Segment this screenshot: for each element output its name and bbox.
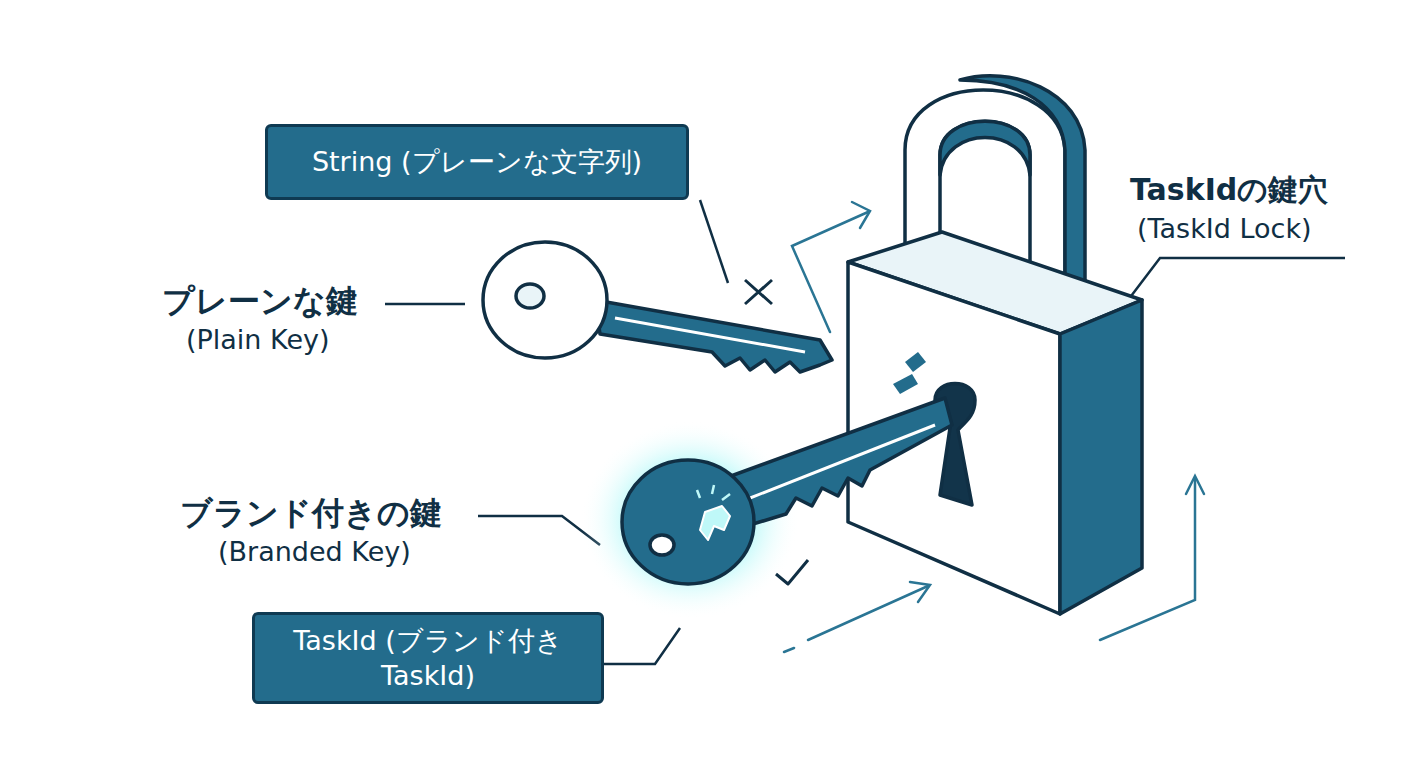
motion-arrows — [784, 202, 1204, 652]
leader-line — [700, 200, 728, 283]
label-box: String (プレーンな文字列) — [265, 124, 689, 200]
brand-emblem — [700, 506, 730, 540]
branded-key — [622, 398, 952, 584]
key-hole — [650, 535, 674, 555]
leader-lines — [385, 200, 1345, 664]
callout-title: TaskIdの鍵穴 — [1130, 170, 1328, 211]
key-groove — [615, 318, 805, 352]
label-box-content: TaskId (ブランド付きTaskId) — [269, 623, 587, 693]
motion-arrow — [808, 586, 928, 640]
key-head — [622, 460, 754, 584]
shackle-shade — [940, 121, 1030, 175]
arrow-head — [852, 202, 870, 228]
dash — [784, 648, 794, 652]
key-hole — [516, 284, 544, 308]
check-mark — [776, 560, 808, 584]
emblem-rays — [697, 485, 730, 500]
callout-subtitle: (TaskId Lock) — [1137, 213, 1312, 244]
key-blade — [720, 398, 952, 528]
label-box: TaskId (ブランド付きTaskId) — [252, 612, 604, 704]
arrow-head — [1186, 476, 1204, 494]
leader-line — [385, 303, 465, 306]
cross-mark — [745, 280, 772, 304]
box-text: String (プレーンな文字列) — [312, 144, 642, 179]
leader-line — [603, 628, 680, 664]
label-box-content: String (プレーンな文字列) — [312, 144, 642, 179]
callout-title: ブランド付きの鍵 — [180, 492, 442, 536]
key-head — [483, 242, 607, 358]
spark — [905, 352, 926, 372]
spark — [893, 374, 918, 394]
lock-side — [1060, 300, 1142, 614]
arrow-head — [910, 582, 930, 602]
box-text: TaskId (ブランド付きTaskId) — [269, 623, 587, 693]
key-groove — [745, 425, 935, 500]
key-blade — [595, 300, 832, 372]
leader-line — [1122, 258, 1345, 308]
callout-title: プレーンな鍵 — [162, 280, 358, 324]
padlock — [848, 76, 1142, 614]
plain-key — [483, 242, 832, 372]
callout-subtitle: (Branded Key) — [218, 536, 411, 567]
callout-subtitle: (Plain Key) — [186, 324, 330, 355]
